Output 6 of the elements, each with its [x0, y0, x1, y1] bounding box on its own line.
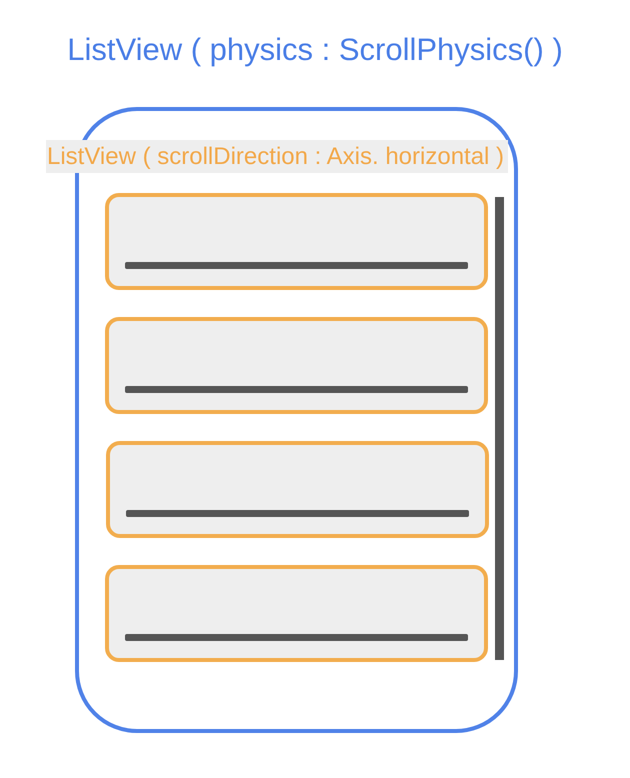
- code-label: ListView ( scrollDirection : Axis. horizontal ): [46, 140, 508, 173]
- title: ListView ( physics : ScrollPhysics() ): [66, 32, 564, 68]
- list-item-card: [105, 565, 488, 662]
- list-item-card: [105, 317, 488, 414]
- list-item-card: [106, 441, 489, 538]
- list-item-card: [105, 193, 488, 290]
